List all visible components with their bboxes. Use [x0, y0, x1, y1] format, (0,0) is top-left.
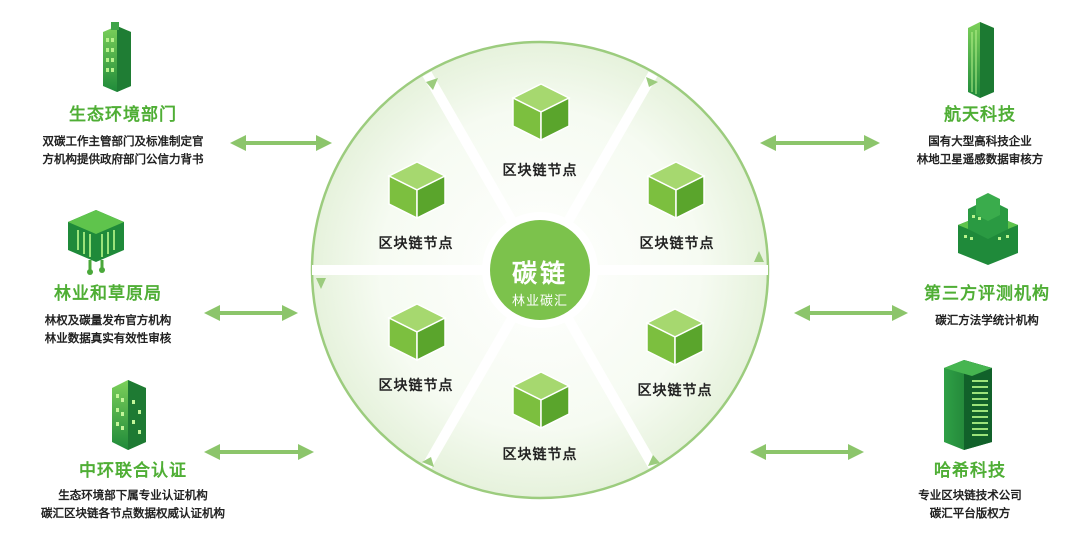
server-tower-icon [944, 360, 992, 450]
party-forestry-bureau: 林业和草原局 林权及碳量发布官方机构 林业数据真实有效性审核 [18, 283, 198, 347]
chip-building-icon [68, 210, 124, 275]
node-label-bottom: 区块链节点 [502, 447, 578, 463]
party-name: 中环联合认证 [79, 461, 187, 481]
party-desc-line2: 碳汇区块链各节点数据权威认证机构 [41, 506, 225, 520]
party-desc-line1: 生态环境部下属专业认证机构 [58, 488, 208, 502]
party-desc-line1: 林权及碳量发布官方机构 [44, 313, 172, 327]
skyscraper-icon [968, 22, 994, 98]
cube-icon [387, 303, 447, 362]
node-label-lower-left: 区块链节点 [378, 378, 454, 394]
cube-icon [511, 83, 571, 142]
connector-arrows [204, 135, 908, 460]
cube-icon [645, 308, 705, 367]
party-desc-line2: 林地卫星遥感数据审核方 [916, 152, 1044, 166]
party-desc-line1: 专业区块链技术公司 [918, 488, 1022, 502]
party-ecology-department: 生态环境部门 双碳工作主管部门及标准制定官 方机构提供政府部门公信力背书 [18, 104, 228, 168]
cube-icon [646, 161, 706, 220]
party-desc-line2: 碳汇平台版权方 [929, 506, 1011, 520]
node-label-top: 区块链节点 [502, 163, 578, 179]
party-desc-line1: 国有大型高科技企业 [928, 134, 1032, 148]
tower-building-icon [112, 380, 146, 450]
party-desc-line1: 双碳工作主管部门及标准制定官 [42, 134, 204, 148]
hub-circle [482, 212, 598, 328]
party-aerospace-tech: 航天科技 国有大型高科技企业 林地卫星遥感数据审核方 [900, 104, 1060, 168]
party-name: 哈希科技 [934, 461, 1006, 481]
party-desc-line1: 碳汇方法学统计机构 [935, 313, 1039, 327]
node-label-upper-left: 区块链节点 [378, 236, 454, 252]
party-name: 林业和草原局 [54, 284, 162, 304]
stepped-building-icon [958, 193, 1018, 265]
cube-icon [511, 371, 571, 430]
party-desc-line2: 林业数据真实有效性审核 [44, 331, 172, 345]
node-label-lower-right: 区块链节点 [637, 383, 713, 399]
party-name: 第三方评测机构 [924, 284, 1050, 304]
party-name: 生态环境部门 [69, 105, 177, 125]
office-tower-icon [103, 22, 131, 92]
hub-subtitle: 林业碳汇 [511, 294, 568, 309]
party-desc-line2: 方机构提供政府部门公信力背书 [42, 152, 204, 166]
party-third-party-evaluator: 第三方评测机构 碳汇方法学统计机构 [912, 283, 1062, 329]
cube-icons [387, 83, 706, 430]
hub-title: 碳链 [511, 259, 568, 288]
node-label-upper-right: 区块链节点 [639, 236, 715, 252]
party-name: 航天科技 [944, 105, 1016, 125]
cube-icon [387, 161, 447, 220]
party-cec-certification: 中环联合认证 生态环境部下属专业认证机构 碳汇区块链各节点数据权威认证机构 [18, 460, 248, 522]
party-haxi-tech: 哈希科技 专业区块链技术公司 碳汇平台版权方 [890, 460, 1050, 522]
